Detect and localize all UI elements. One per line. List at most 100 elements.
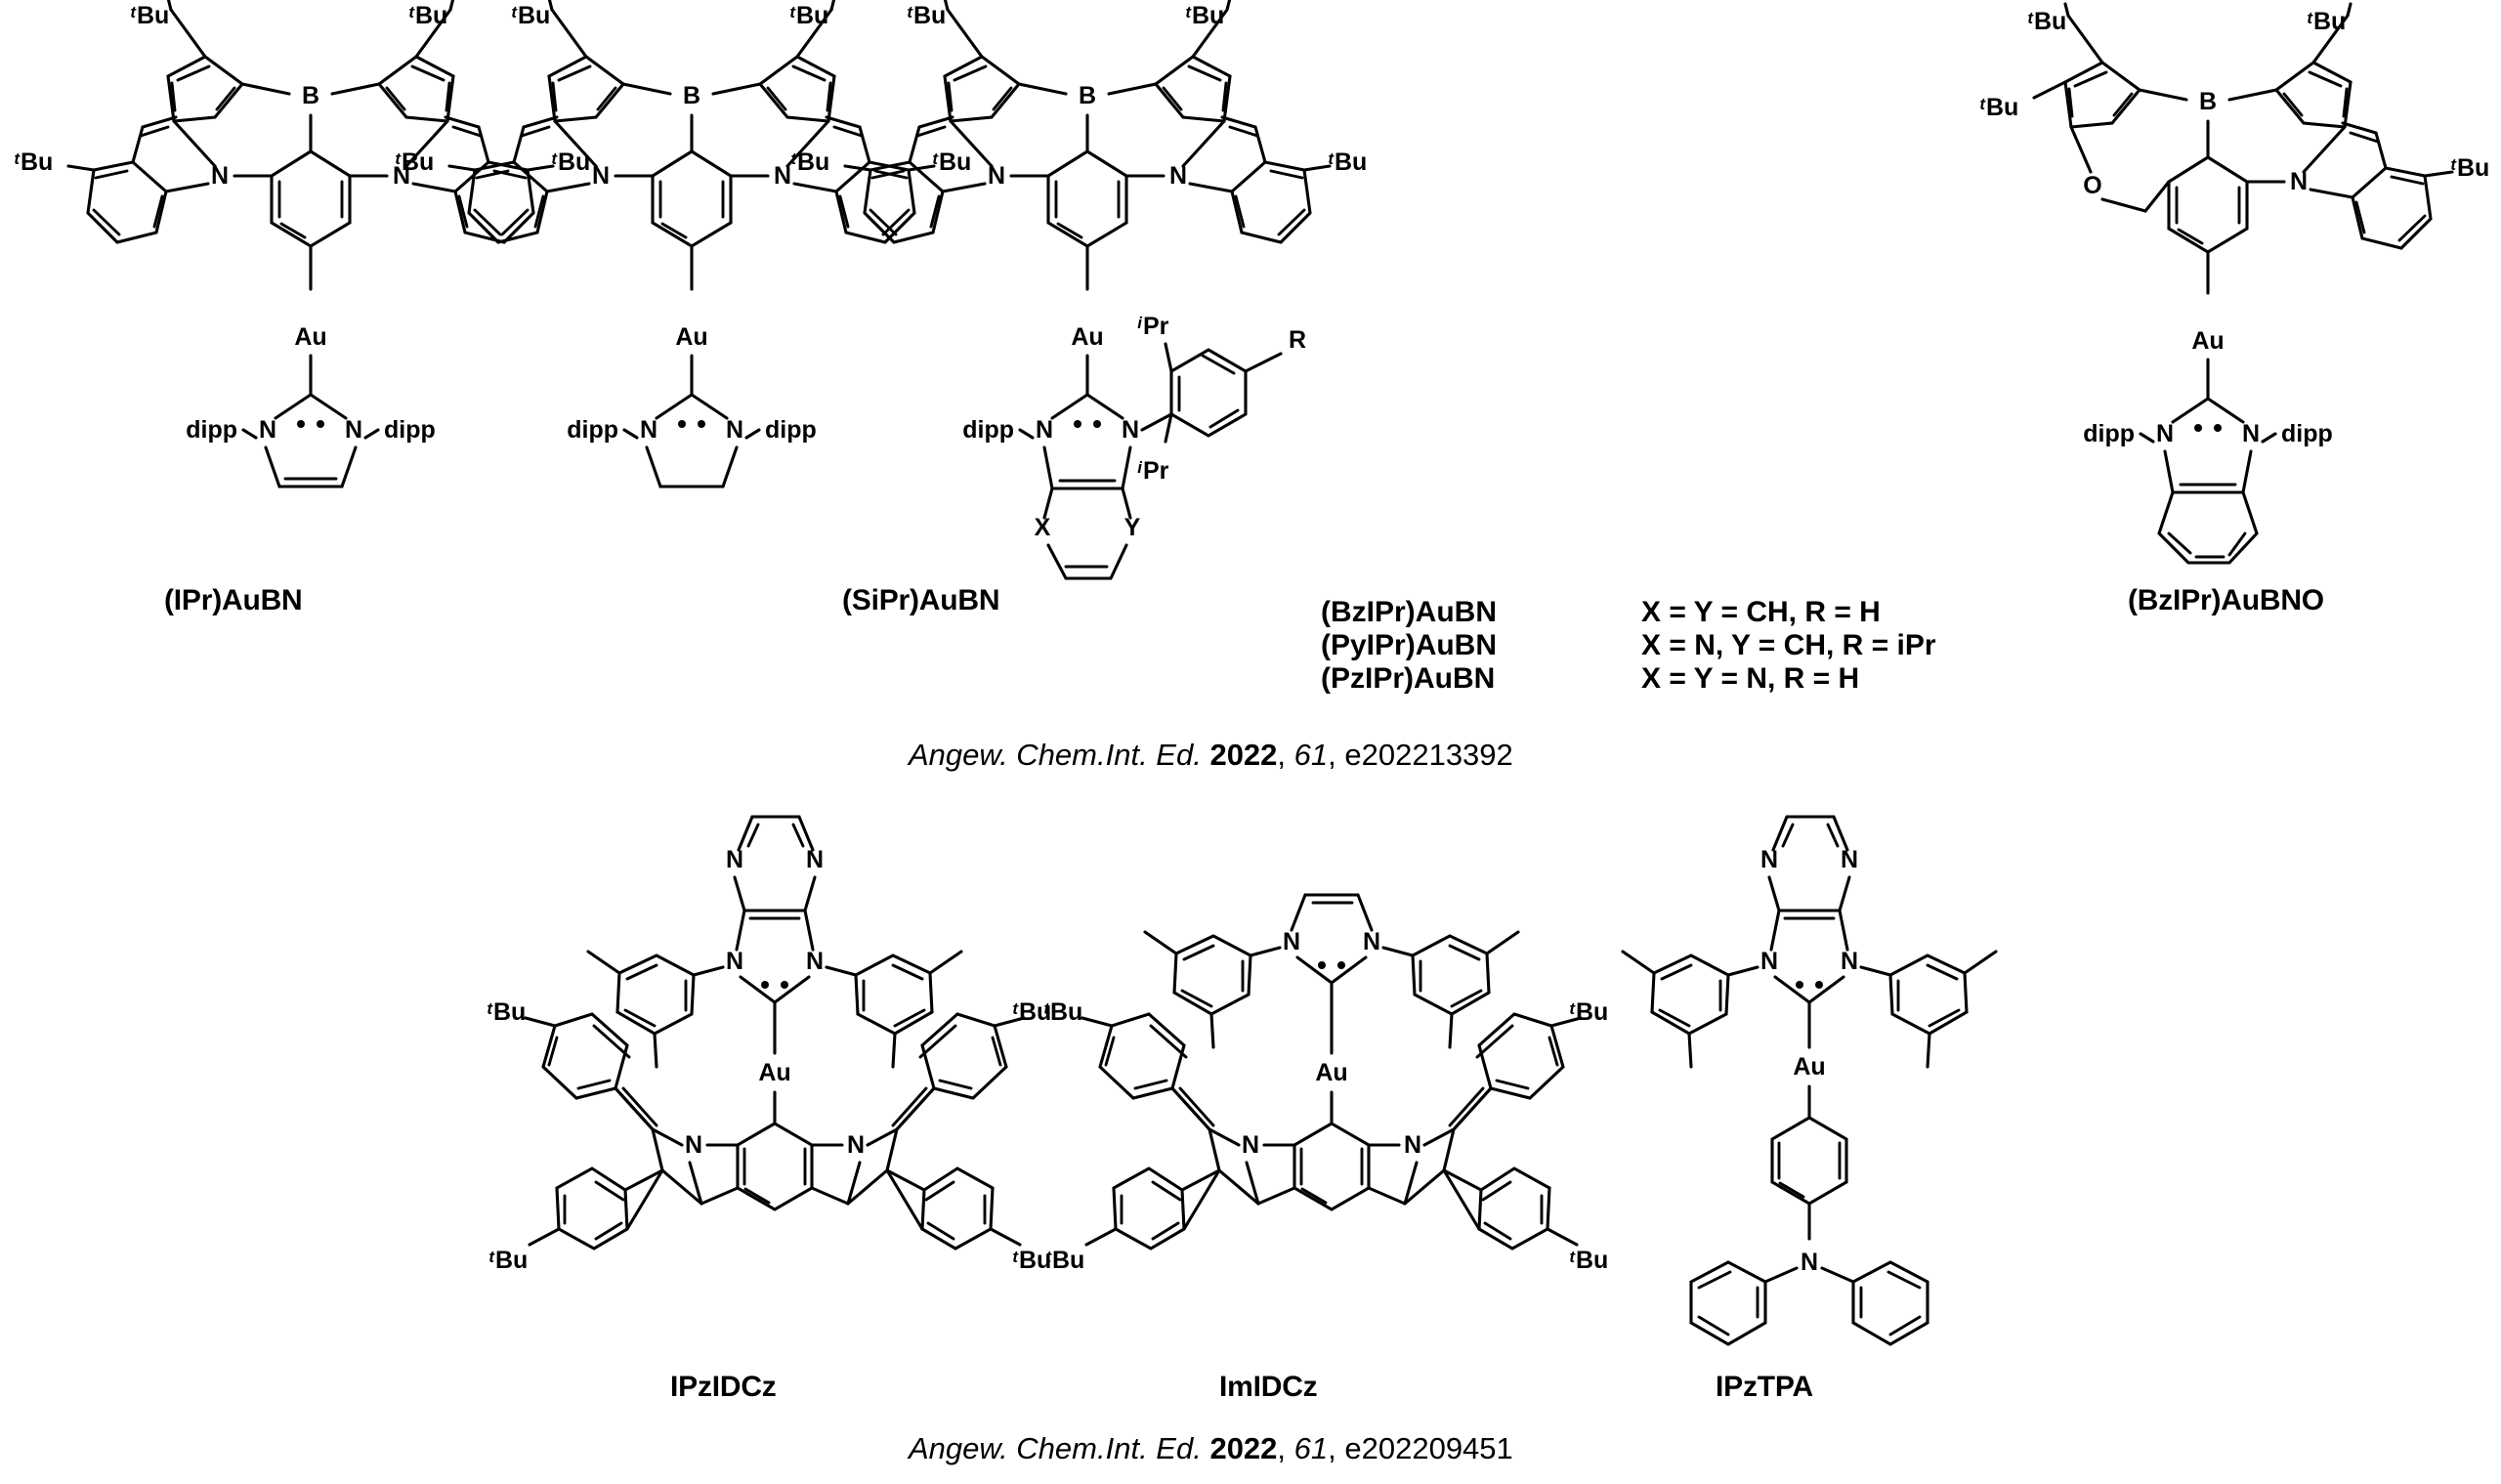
variants-table-names: (BzIPr)AuBN (PyIPr)AuBN (PzIPr)AuBN: [1321, 596, 1497, 696]
indolocarbazole-idcz: N t Bu t: [487, 998, 1051, 1274]
atom-gold-label: Au: [758, 1059, 790, 1086]
superscript-t-2: t: [1979, 95, 1986, 113]
bn-core: B t Bu t Bu: [395, 0, 971, 291]
lone-pair-dot-2: [317, 420, 324, 428]
variant-definition-1: X = N, Y = CH, R = iPr: [1641, 629, 1936, 661]
group-ipr-top: Pr: [1143, 313, 1169, 340]
citation-top-journal: Angew. Chem.Int. Ed.: [909, 738, 1202, 772]
atom-gold-label: Au: [1793, 1053, 1825, 1081]
au-benzimidazolylidene-fragment: Au N N dipp X Y: [962, 313, 1306, 580]
group-tbu-1: Bu: [1050, 998, 1082, 1026]
group-tbu-1: Bu: [2034, 8, 2066, 35]
superscript-t-1: t: [130, 3, 137, 21]
label-ipzidcz: IPzIDCz: [670, 1371, 777, 1403]
atom-nitrogen-nhc-left: N: [1283, 928, 1300, 955]
atom-nitrogen-right: N: [774, 162, 791, 190]
group-tbu-2: Bu: [1986, 94, 2018, 121]
group-tbu-3: Bu: [797, 148, 829, 176]
atom-nitrogen-idcz-right: N: [1404, 1131, 1421, 1159]
atom-boron-label: B: [1079, 82, 1096, 109]
structure-ipr-aubn: B t Bu t Bu: [0, 0, 645, 567]
superscript-t-3: t: [14, 149, 21, 168]
group-tbu-3: Bu: [1019, 998, 1051, 1026]
superscript-t-4: t: [2450, 155, 2457, 174]
atom-nitrogen-pyrazine-right: N: [1841, 846, 1858, 873]
superscript-t-3: t: [395, 149, 402, 168]
atom-gold-label: Au: [2191, 327, 2224, 355]
atom-gold-label: Au: [675, 323, 707, 351]
bn-core: B t Bu t Bu: [14, 0, 590, 291]
label-ipr-aubn: (IPr)AuBN: [164, 584, 303, 616]
pyrazino-imidazolylidene: N N N N: [1621, 815, 1998, 1120]
variant-name-2: (PzIPr)AuBN: [1321, 662, 1496, 695]
structure-bzipr-aubn-family: B t Bu t Bu: [777, 0, 1558, 586]
structure-ipzidcz: N N N N: [420, 782, 1123, 1378]
atom-nitrogen-nhc-right: N: [1841, 948, 1858, 975]
lone-pair-dot-1: [1318, 961, 1326, 969]
lone-pair-dot-1: [1074, 420, 1081, 428]
group-dipp-left: dipp: [567, 416, 618, 444]
pyrazino-imidazolylidene: N N N N: [586, 815, 963, 1125]
atom-nitrogen-left: N: [211, 162, 229, 190]
group-tbu-4: Bu: [2457, 154, 2489, 182]
label-ipztpa: IPzTPA: [1716, 1371, 1813, 1403]
citation-bottom: Angew. Chem.Int. Ed. 2022, 61, e20220945…: [909, 1431, 1513, 1465]
superscript-t-1: t: [511, 3, 518, 21]
superscript-t-1: t: [1043, 999, 1050, 1018]
imidazolylidene: N N: [1143, 893, 1520, 1125]
atom-gold-label: Au: [294, 323, 326, 351]
superscript-t-4: t: [1012, 1248, 1019, 1266]
superscript-t-2: t: [488, 1248, 495, 1266]
structure-bzipr-aubno-drawing: B t Bu t Bu: [1979, 2, 2489, 565]
atom-nitrogen-nhc-right: N: [1363, 928, 1380, 955]
superscript-t-1: t: [487, 999, 493, 1018]
superscript-t-2: t: [1045, 1248, 1052, 1266]
lone-pair-dot-2: [1337, 961, 1345, 969]
atom-boron-label: B: [2199, 88, 2217, 115]
atom-nitrogen-pyrazine-left: N: [1760, 846, 1778, 873]
citation-bottom-journal: Angew. Chem.Int. Ed.: [909, 1431, 1202, 1465]
structure-ipr-aubn-drawing: B t Bu t Bu: [14, 0, 590, 488]
atom-nitrogen-idcz-left: N: [1242, 1131, 1259, 1159]
atom-boron-label: B: [683, 82, 700, 109]
atom-gold-label: Au: [1315, 1059, 1347, 1086]
lone-pair-dot-1: [297, 420, 305, 428]
citation-top-year: 2022: [1209, 738, 1278, 772]
atom-nitrogen-nhc-right: N: [726, 416, 743, 444]
au-nhc-fragment-saturated: Au N N dipp dipp: [567, 323, 817, 488]
citation-bottom-volume: 61: [1293, 1431, 1329, 1465]
structure-imidcz-drawing: N N: [1043, 893, 1608, 1274]
au-nhc-fragment: Au N N dipp dipp: [186, 323, 436, 488]
structure-bzipr-aubno: B t Bu t Bu: [1925, 0, 2501, 567]
group-tbu-1: Bu: [137, 2, 169, 29]
superscript-t-1: t: [2027, 9, 2034, 27]
group-tbu-4: Bu: [1335, 148, 1367, 176]
atom-nitrogen-left: N: [592, 162, 610, 190]
superscript-t-2: t: [789, 3, 796, 21]
structure-bzipr-aubn-drawing: B t Bu t Bu: [790, 0, 1367, 580]
label-bzipr-aubno: (BzIPr)AuBNO: [2128, 584, 2324, 616]
structure-ipztpa-drawing: N N N N: [1621, 815, 1998, 1346]
atom-variable-y: Y: [1124, 514, 1141, 541]
citation-bottom-year: 2022: [1209, 1431, 1278, 1465]
atom-gold-label: Au: [1071, 323, 1103, 351]
lone-pair-dot-2: [781, 981, 788, 989]
atom-variable-r: R: [1289, 326, 1306, 354]
atom-nitrogen-left: N: [988, 162, 1005, 190]
group-dipp-left: dipp: [2083, 420, 2135, 447]
group-dipp-right: dipp: [765, 416, 817, 444]
group-tbu-2: Bu: [495, 1247, 528, 1274]
indolocarbazole-idcz: N t Bu t Bu: [1043, 998, 1608, 1274]
atom-nitrogen-pyrazine-left: N: [726, 846, 743, 873]
superscript-t-4: t: [1328, 149, 1335, 168]
atom-nitrogen-right: N: [393, 162, 410, 190]
variant-name-0: (BzIPr)AuBN: [1321, 596, 1497, 628]
variant-definition-0: X = Y = CH, R = H: [1641, 596, 1881, 628]
group-dipp-right: dipp: [384, 416, 436, 444]
atom-nitrogen-nhc-left: N: [2156, 420, 2174, 447]
structure-sipr-aubn-drawing: B t Bu t Bu: [395, 0, 971, 488]
superscript-t-4: t: [551, 149, 558, 168]
group-tbu-4: Bu: [1019, 1247, 1051, 1274]
citation-top: Angew. Chem.Int. Ed. 2022, 61, e20221339…: [909, 738, 1513, 772]
superscript-t-2: t: [1185, 3, 1192, 21]
